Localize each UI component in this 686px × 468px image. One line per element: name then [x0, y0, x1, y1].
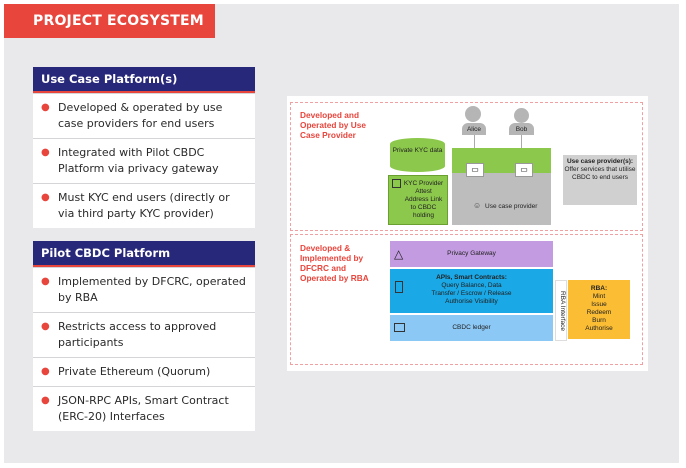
apis-title: APIs, Smart Contracts: [436, 274, 507, 281]
alice-avatar-icon [465, 106, 481, 122]
list-item: ●Developed & operated by use case provid… [33, 93, 255, 138]
apis-smart-contracts-box: APIs, Smart Contracts: Query Balance, Da… [390, 269, 553, 313]
apis-line: Transfer / Escrow / Release [431, 290, 512, 297]
kyc-provider-box: KYC Provider Attest Address Link to CBDC… [388, 175, 448, 225]
rba-line: Mint [592, 293, 606, 300]
panel-header: Pilot CBDC Platform [33, 241, 255, 267]
panel-header: Use Case Platform(s) [33, 67, 255, 93]
connector [474, 135, 475, 149]
bob-label: Bob [509, 123, 534, 135]
wallet-icon: ▭ [515, 163, 533, 177]
privacy-gateway-label: Privacy Gateway [447, 250, 496, 257]
list-item: ●Integrated with Pilot CBDC Platform via… [33, 138, 255, 183]
list-item: ●Must KYC end users (directly or via thi… [33, 183, 255, 228]
apis-line: Authorise Visibility [445, 298, 498, 305]
rba-title: RBA: [590, 285, 608, 292]
pilot-platform-region [290, 234, 643, 365]
gateway-icon: △ [394, 247, 404, 261]
list-item: ●JSON-RPC APIs, Smart Contract (ERC-20) … [33, 386, 255, 431]
callout-title: Use case provider(s): [566, 158, 634, 165]
wallet-icon: ▭ [466, 163, 484, 177]
server-icon [392, 179, 401, 188]
list-item: ●Restricts access to approved participan… [33, 312, 255, 357]
rba-interface-label: RBA Interface [559, 290, 566, 332]
document-icon [395, 281, 403, 293]
use-case-provider-box [452, 173, 551, 225]
rba-interface-strip: RBA Interface [555, 280, 567, 341]
privacy-gateway-box: △ Privacy Gateway [390, 241, 553, 267]
rba-line: Redeem [586, 309, 612, 316]
ecosystem-diagram: Developed and Operated by Use Case Provi… [287, 96, 648, 371]
alice-label: Alice [462, 123, 486, 135]
cbdc-ledger-box: CBDC ledger [390, 315, 553, 341]
rba-box: RBA: Mint Issue Redeem Burn Authorise [568, 280, 630, 339]
pilot-cbdc-platform-panel: Pilot CBDC Platform ●Implemented by DFCR… [33, 241, 255, 431]
connector [521, 135, 522, 149]
use-case-platform-panel: Use Case Platform(s) ●Developed & operat… [33, 67, 255, 228]
use-case-region [290, 102, 643, 231]
pilot-platform-region-label: Developed & Implemented by DFCRC and Ope… [300, 243, 369, 283]
bob-avatar-icon [514, 108, 529, 123]
rba-line: Burn [592, 317, 606, 324]
apis-line: Query Balance, Data [441, 282, 502, 289]
cbdc-ledger-label: CBDC ledger [452, 324, 491, 331]
slide-title: PROJECT ECOSYSTEM [4, 4, 215, 38]
rba-line: Authorise [585, 325, 613, 332]
use-case-provider-callout: Use case provider(s): Offer services tha… [563, 155, 637, 205]
list-item: ●Implemented by DFCRC, operated by RBA [33, 267, 255, 312]
book-icon [394, 323, 405, 332]
private-kyc-data-database: Private KYC data [390, 138, 445, 172]
callout-text: Offer services that utilise CBDC to end … [564, 166, 636, 181]
kyc-provider-text: KYC Provider Attest Address Link to CBDC… [403, 180, 444, 219]
use-case-provider-label: Use case provider [485, 203, 538, 210]
rba-line: Issue [591, 301, 607, 308]
list-item: ●Private Ethereum (Quorum) [33, 357, 255, 386]
users-group-icon: ☺ [473, 201, 482, 210]
use-case-region-label: Developed and Operated by Use Case Provi… [300, 110, 366, 140]
